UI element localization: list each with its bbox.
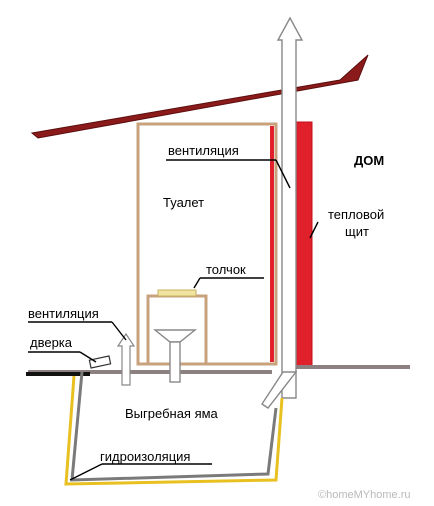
label-house: ДОМ — [354, 153, 385, 168]
label-ventilation-left: вентиляция — [28, 306, 99, 321]
label-heat-shield-line2: щит — [345, 224, 369, 239]
funnel — [153, 329, 197, 383]
label-ventilation-top: вентиляция — [168, 143, 239, 158]
label-toilet: Туалет — [163, 195, 205, 210]
leader-lines — [28, 159, 319, 481]
cesspool-walls — [70, 371, 278, 482]
ventilation-pipe — [261, 16, 304, 409]
heat-shield — [295, 121, 313, 367]
label-waterproofing: гидроизоляция — [100, 449, 191, 464]
waterproofing-layer — [64, 375, 284, 486]
door-hatch — [88, 355, 112, 369]
small-ventilation-pipe — [116, 332, 136, 386]
label-heat-shield-line1: тепловой — [328, 207, 385, 222]
roof — [30, 54, 369, 139]
label-cesspool: Выгребная яма — [125, 406, 218, 421]
label-door: дверка — [30, 335, 73, 350]
watermark: ©homeMYhome.ru — [318, 489, 411, 501]
label-toilet-seat: толчок — [206, 262, 246, 277]
